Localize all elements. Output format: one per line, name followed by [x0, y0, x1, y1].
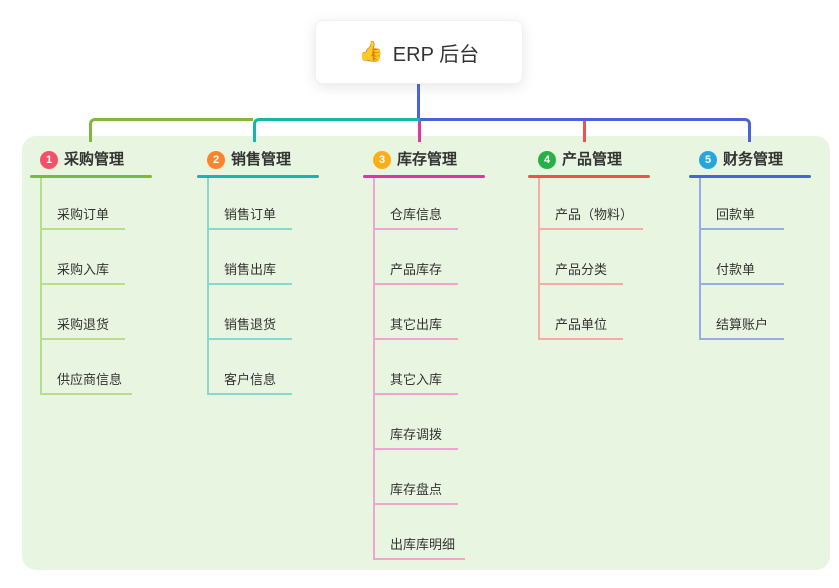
child-node-产品分类[interactable]: 产品分类: [538, 254, 623, 285]
branches-background-panel: [22, 136, 830, 570]
connector-branch-3: [418, 121, 421, 142]
branch-children-connector: [538, 178, 540, 340]
child-node-供应商信息[interactable]: 供应商信息: [40, 364, 133, 395]
root-node-label: ERP 后台: [392, 43, 480, 66]
branch-children-connector: [699, 178, 701, 340]
child-node-采购入库[interactable]: 采购入库: [40, 254, 125, 285]
child-node-产品库存[interactable]: 产品库存: [373, 254, 458, 285]
child-node-其它出库[interactable]: 其它出库: [373, 309, 458, 340]
branch-label[interactable]: 采购管理: [64, 151, 125, 168]
branch-underline: [363, 175, 485, 178]
branch-库存管理: 3 库存管理仓库信息产品库存其它出库其它入库库存调拨库存盘点出库库明细: [363, 0, 523, 588]
branch-label[interactable]: 产品管理: [562, 151, 623, 168]
thumbs-up-icon: 👍: [358, 41, 384, 63]
child-node-产品（物料）[interactable]: 产品（物料）: [538, 199, 644, 230]
connector-branch-1: [89, 118, 253, 142]
branch-number-badge: 3: [373, 151, 391, 169]
child-node-付款单[interactable]: 付款单: [699, 254, 784, 285]
child-node-出库库明细[interactable]: 出库库明细: [373, 529, 466, 560]
branch-采购管理: 1 采购管理采购订单采购入库采购退货供应商信息: [30, 0, 190, 588]
child-node-其它入库[interactable]: 其它入库: [373, 364, 458, 395]
child-node-仓库信息[interactable]: 仓库信息: [373, 199, 458, 230]
child-node-销售订单[interactable]: 销售订单: [207, 199, 292, 230]
child-node-回款单[interactable]: 回款单: [699, 199, 784, 230]
branch-label[interactable]: 财务管理: [723, 151, 784, 168]
connector-branch-5: [420, 118, 751, 142]
child-node-库存盘点[interactable]: 库存盘点: [373, 474, 458, 505]
child-node-客户信息[interactable]: 客户信息: [207, 364, 292, 395]
child-node-销售出库[interactable]: 销售出库: [207, 254, 292, 285]
child-node-采购退货[interactable]: 采购退货: [40, 309, 125, 340]
branch-underline: [689, 175, 811, 178]
branch-number-badge: 4: [538, 151, 556, 169]
child-node-采购订单[interactable]: 采购订单: [40, 199, 125, 230]
branch-children-connector: [373, 178, 375, 560]
branch-number-badge: 5: [699, 151, 717, 169]
branch-销售管理: 2 销售管理销售订单销售出库销售退货客户信息: [197, 0, 357, 588]
child-node-销售退货[interactable]: 销售退货: [207, 309, 292, 340]
branch-label[interactable]: 库存管理: [397, 151, 458, 168]
branch-label[interactable]: 销售管理: [231, 151, 292, 168]
connector-root-vertical: [417, 84, 420, 121]
branch-number-badge: 2: [207, 151, 225, 169]
branch-number-badge: 1: [40, 151, 58, 169]
child-node-结算账户[interactable]: 结算账户: [699, 309, 784, 340]
branch-children-connector: [207, 178, 209, 395]
connector-branch-4: [583, 121, 586, 142]
child-node-产品单位[interactable]: 产品单位: [538, 309, 623, 340]
connector-branch-2: [253, 118, 420, 142]
branch-children-connector: [40, 178, 42, 395]
branch-财务管理: 5 财务管理回款单付款单结算账户: [689, 0, 839, 588]
child-node-库存调拨[interactable]: 库存调拨: [373, 419, 458, 450]
root-node[interactable]: 👍 ERP 后台: [315, 20, 523, 84]
branch-underline: [30, 175, 152, 178]
branch-underline: [197, 175, 319, 178]
branch-产品管理: 4 产品管理产品（物料） 产品分类产品单位: [528, 0, 688, 588]
branch-underline: [528, 175, 650, 178]
